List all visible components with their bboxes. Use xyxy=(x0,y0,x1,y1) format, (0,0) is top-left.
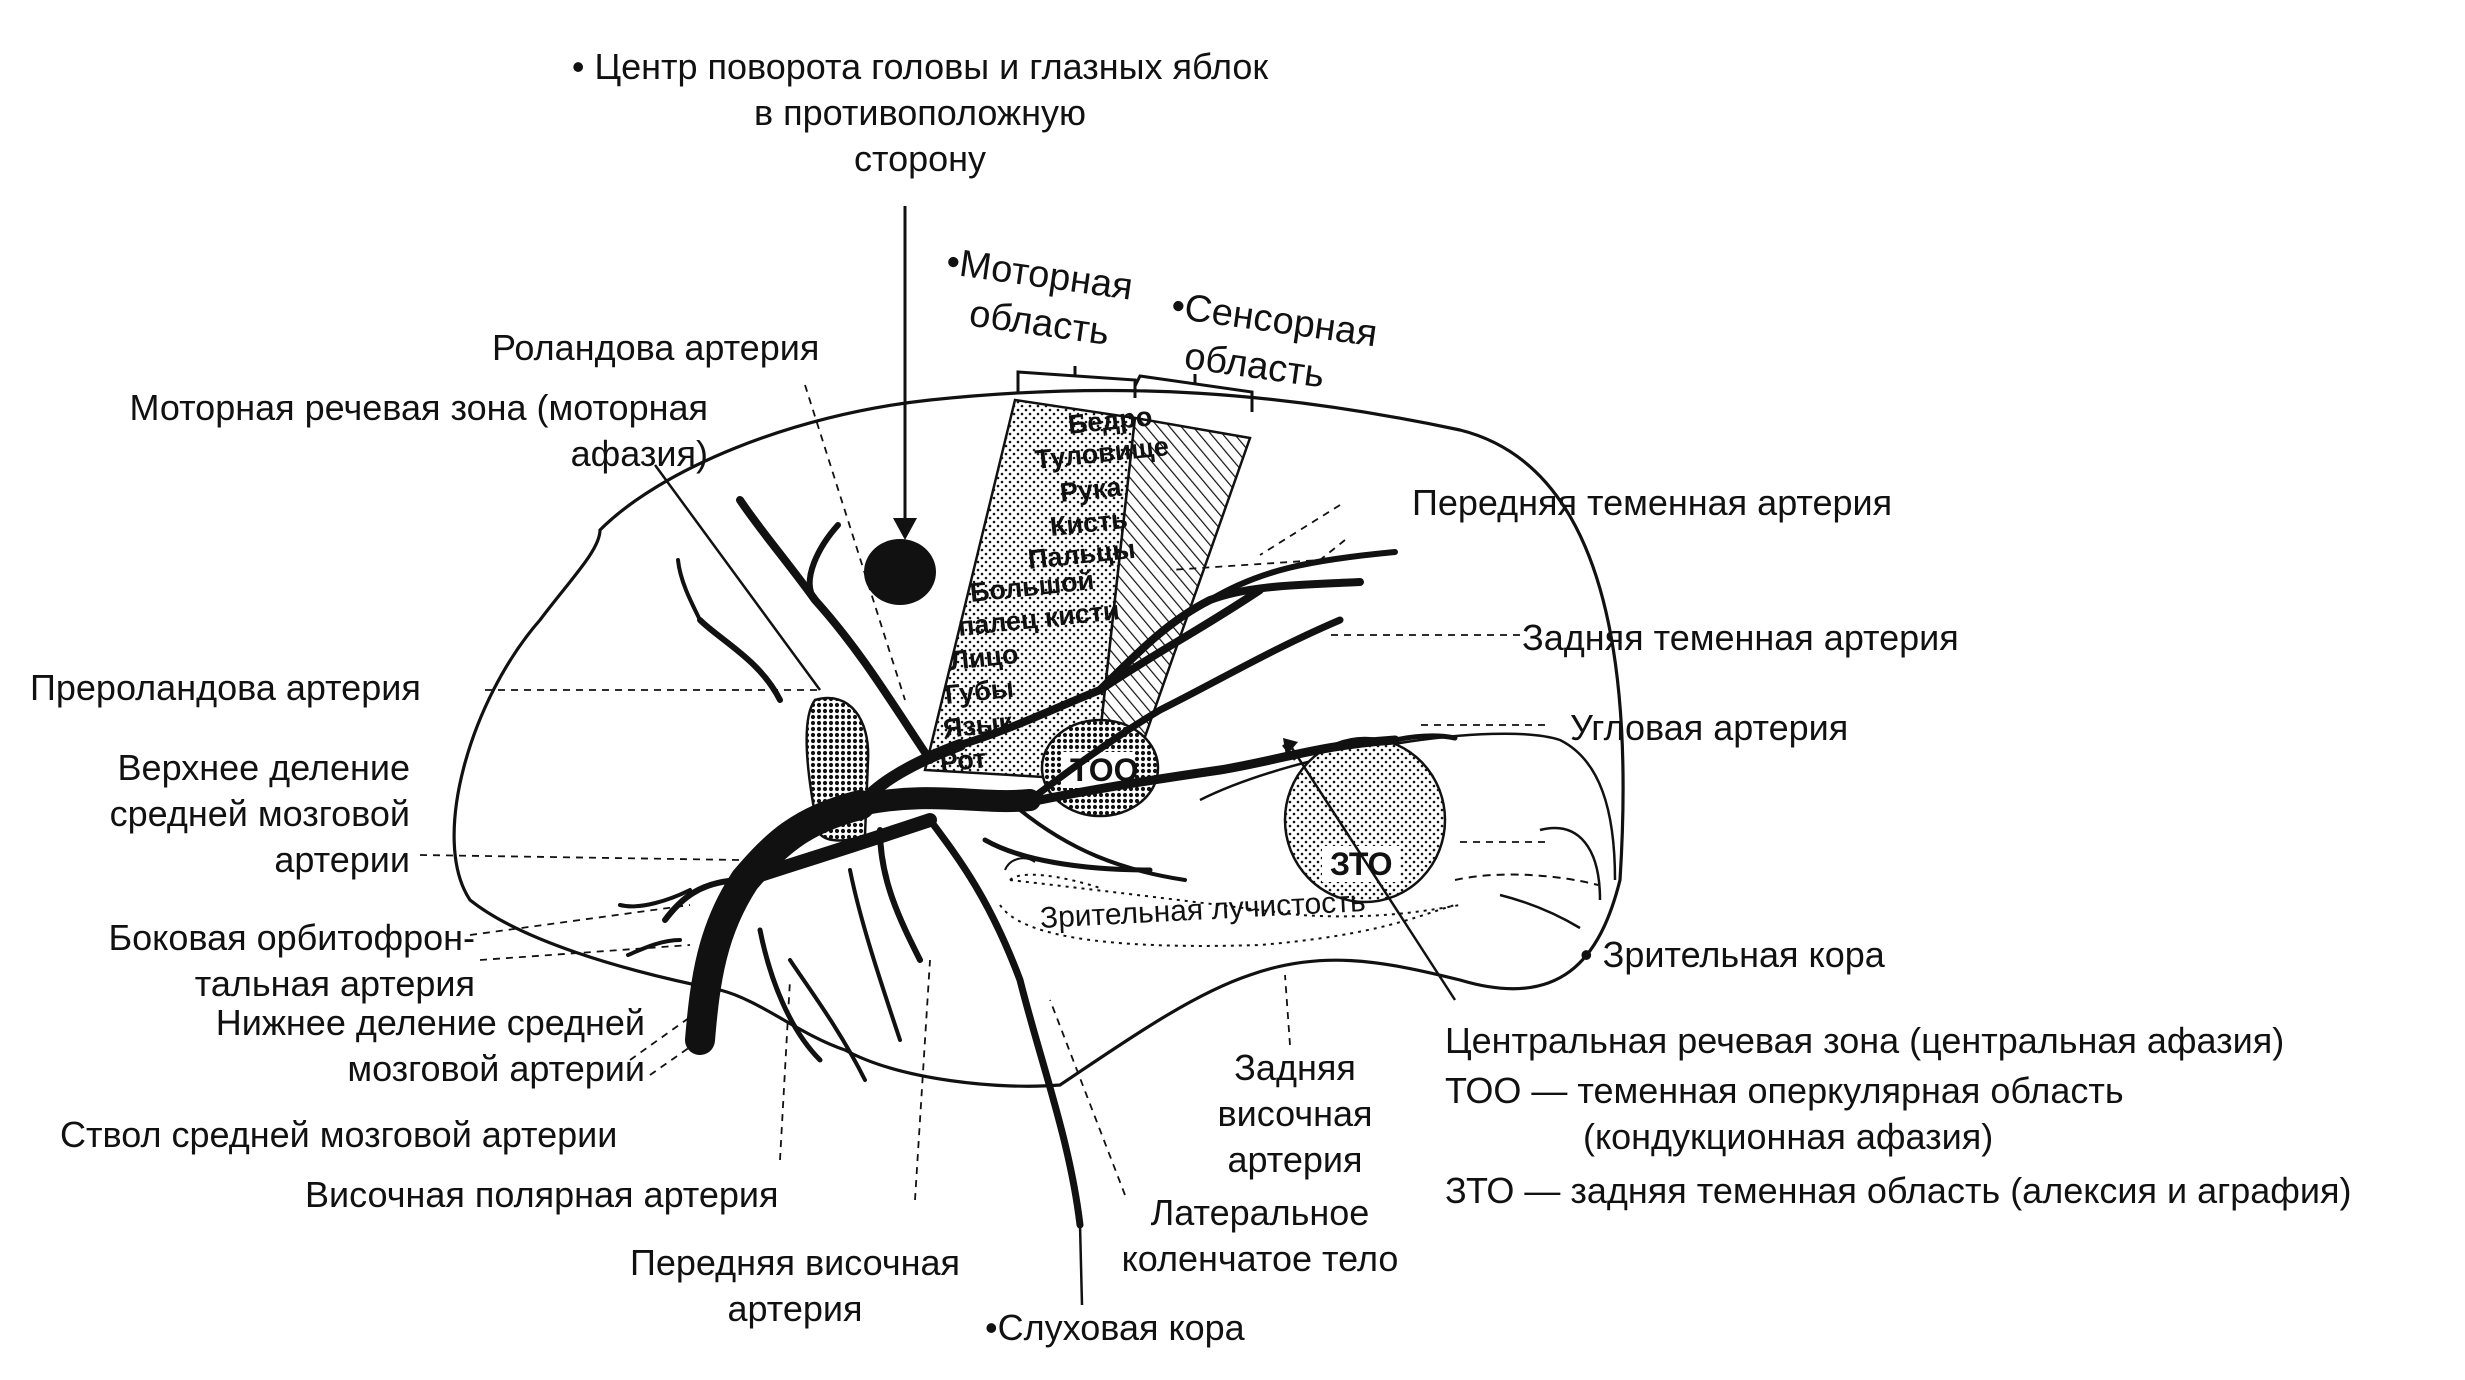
lateral-orbitofrontal-label: Боковая орбитофрон- тальная артерия xyxy=(108,917,475,1004)
optic-radiation xyxy=(1009,873,1461,918)
lateral-geniculate-label: Латеральное коленчатое тело xyxy=(1121,1192,1399,1279)
leader-lines xyxy=(419,384,1545,1201)
superior-division-label: Верхнее деление средней мозговой артерии xyxy=(109,747,410,880)
head-turn-center-label: • Центр поворота головы и глазных яблок … xyxy=(571,46,1269,179)
central-speech-zone-label: Центральная речевая зона (центральная аф… xyxy=(1445,1020,2285,1061)
inferior-division-label: Нижнее деление средней мозговой артерии xyxy=(215,1002,645,1089)
anterior-temporal-label: Передняя височная артерия xyxy=(629,1242,961,1329)
motor-speech-zone-label: Моторная речевая зона (моторная афазия) xyxy=(129,387,708,474)
rolandic-artery-label: Роландова артерия xyxy=(492,327,820,368)
zto-zone-label: ЗТО xyxy=(1330,846,1393,882)
brain-outline xyxy=(452,388,1625,1088)
artery-tree xyxy=(618,496,1458,1229)
occipital-pole xyxy=(1454,873,1599,886)
visual-cortex-label: • Зрительная кора xyxy=(1580,934,1885,975)
occipital-contour xyxy=(1539,826,1602,901)
homunculus-mouth: Рот xyxy=(938,743,988,778)
angular-artery-label: Угловая артерия xyxy=(1570,707,1849,748)
solid-leaders xyxy=(653,464,1581,1306)
posterior-parietal-artery-label: Задняя теменная артерия xyxy=(1522,617,1959,658)
mca-trunk-label: Ствол средней мозговой артерии xyxy=(60,1114,618,1155)
too-legend: ТОО — теменная оперкулярная область (кон… xyxy=(1445,1070,2124,1157)
temporal-contour xyxy=(1199,732,1617,881)
anterior-parietal-artery-label: Передняя теменная артерия xyxy=(1412,482,1893,523)
auditory-cortex-label: •Слуховая кора xyxy=(985,1307,1245,1348)
posterior-temporal-label: Задняя височная артерия xyxy=(1217,1047,1373,1180)
homunculus-arm: Рука xyxy=(1058,471,1123,508)
too-zone-label: ТОО xyxy=(1070,752,1139,788)
temporal-polar-label: Височная полярная артерия xyxy=(305,1174,779,1215)
prerolandic-artery-label: Прероландова артерия xyxy=(30,667,421,708)
head-turn-center-mark xyxy=(864,539,936,605)
zto-legend: ЗТО — задняя теменная область (алексия и… xyxy=(1445,1170,2352,1211)
